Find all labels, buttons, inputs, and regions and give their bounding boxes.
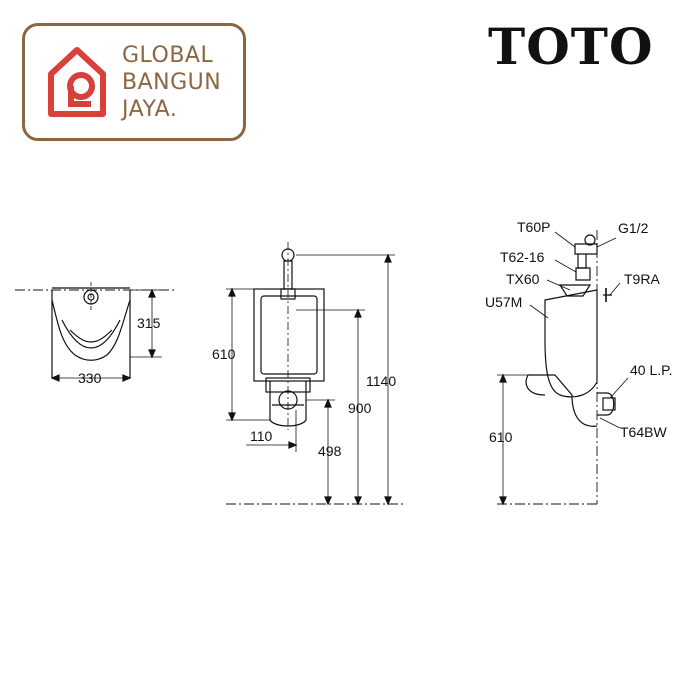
label-t60p: T60P	[517, 219, 550, 235]
logo-text: GLOBAL BANGUN JAYA.	[122, 42, 221, 123]
dim-top-width: 330	[78, 370, 102, 386]
dim-front-height-left: 610	[212, 346, 236, 362]
dim-side-height: 610	[489, 429, 513, 445]
top-view	[15, 282, 175, 382]
front-view	[226, 242, 405, 506]
logo-line-3: JAYA.	[122, 97, 178, 122]
dim-front-drain-height: 498	[318, 443, 342, 459]
side-view	[497, 230, 629, 506]
label-tx60: TX60	[506, 271, 540, 287]
dim-front-drain-offset: 110	[250, 428, 273, 444]
house-icon	[48, 47, 106, 117]
dim-front-height-outlet: 900	[348, 400, 372, 416]
label-u57m: U57M	[485, 294, 522, 310]
dim-front-height-total: 1140	[366, 373, 396, 389]
label-t64bw: T64BW	[620, 424, 667, 440]
label-t9ra: T9RA	[624, 271, 660, 287]
logo-line-2: BANGUN	[122, 70, 222, 95]
label-g12: G1/2	[618, 220, 649, 236]
label-t62-16: T62-16	[500, 249, 545, 265]
label-40lp: 40 L.P.	[630, 362, 673, 378]
dim-top-depth: 315	[137, 315, 161, 331]
brand-wordmark: TOTO	[488, 17, 654, 76]
logo-line-1: GLOBAL	[122, 43, 214, 68]
logo-badge: GLOBAL BANGUN JAYA.	[22, 23, 246, 141]
